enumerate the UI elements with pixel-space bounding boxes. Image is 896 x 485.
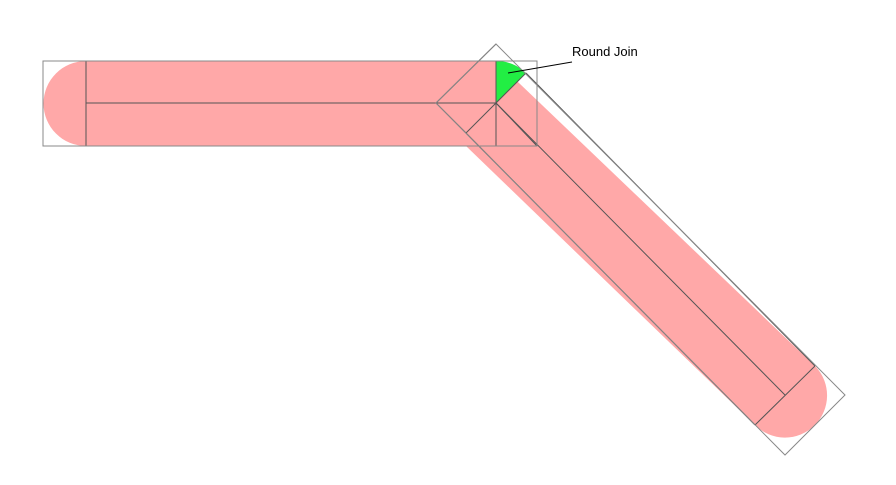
bounding-boxes [42,43,846,456]
round-join-label: Round Join [572,44,638,59]
stroke-body [43,60,828,438]
annotation: Round Join [507,44,638,74]
left-round-cap [43,61,86,146]
horizontal-bbox [42,60,538,147]
leader-line [507,61,573,74]
diagonal-segment [466,61,815,425]
centerline-diagonal [495,102,786,396]
right-round-cap [755,366,828,438]
right-cap-divider [754,365,816,426]
join-diag-c [495,102,538,147]
diagonal-bbox [435,43,846,456]
